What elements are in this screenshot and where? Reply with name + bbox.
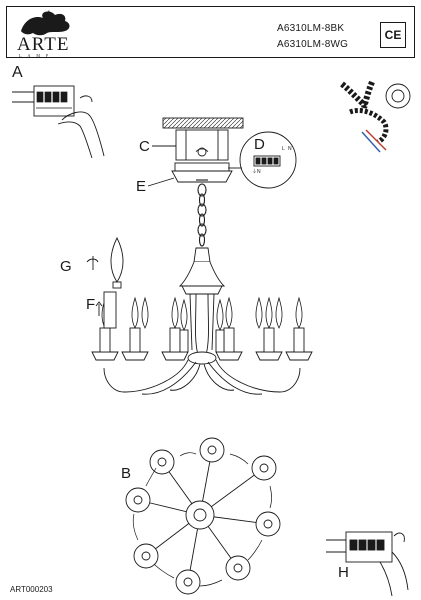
ceiling-mount	[147, 117, 244, 187]
candle-bulbs	[101, 296, 303, 331]
document-code: ART000203	[10, 585, 53, 594]
label-g: G	[60, 258, 72, 275]
terminal-block-h	[326, 531, 409, 597]
chandelier-body	[103, 247, 301, 395]
wire-label-l: L	[282, 146, 285, 152]
wire-label-n: N	[288, 146, 292, 152]
bulb-g	[86, 236, 124, 289]
candle-arms	[91, 327, 313, 361]
top-view-b	[125, 437, 281, 595]
label-d: D	[254, 136, 265, 153]
wire-label-ground: ⏚N	[252, 169, 261, 175]
label-f: F	[86, 296, 96, 313]
header-box: ARTE LAMP A6310LM-8BK A6310LM-8WG CE	[6, 6, 415, 58]
model-number-black: A6310LM-8BK	[277, 23, 345, 34]
cup-detail-f	[95, 291, 117, 329]
label-h: H	[338, 564, 349, 581]
terminal-block-a	[12, 85, 105, 159]
ce-mark: CE	[380, 22, 406, 48]
label-e: E	[136, 178, 147, 195]
label-a: A	[12, 64, 23, 81]
label-c: C	[139, 138, 150, 155]
brand-name: ARTE	[17, 34, 70, 55]
wire-nut-illustration	[340, 80, 411, 153]
model-number-white-gold: A6310LM-8WG	[277, 39, 349, 50]
chain	[196, 179, 208, 247]
griffin-logo-icon	[21, 10, 70, 36]
label-b: B	[121, 465, 132, 482]
brand-subtitle: LAMP	[19, 53, 55, 58]
callout-d	[228, 131, 297, 189]
